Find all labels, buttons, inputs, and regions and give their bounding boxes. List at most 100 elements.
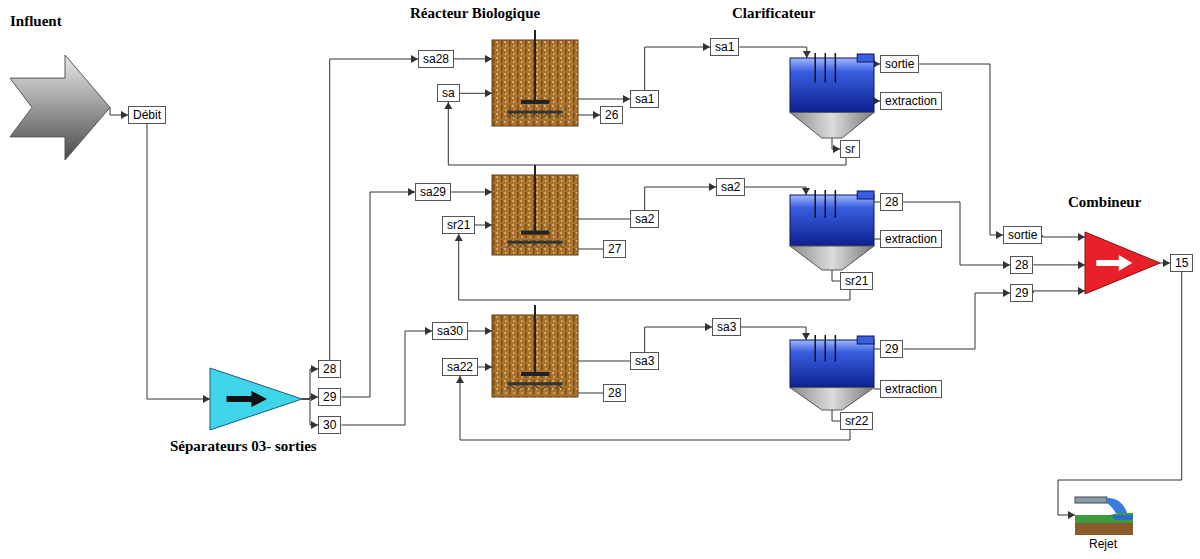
stream-tag: 26 bbox=[600, 106, 623, 124]
tag-label: sr22 bbox=[845, 414, 868, 428]
tag-label: sa1 bbox=[715, 40, 734, 54]
sep-icon bbox=[210, 368, 302, 430]
clar-unit: Clarificateur bbox=[790, 58, 874, 138]
stream-tag: 15 bbox=[1170, 254, 1193, 272]
unit-heading: Influent bbox=[10, 13, 62, 30]
tag-label: extraction bbox=[885, 382, 937, 396]
flow-line bbox=[341, 192, 415, 397]
tag-label: sr bbox=[845, 142, 855, 156]
reactor-icon bbox=[492, 165, 578, 255]
flow-line bbox=[903, 293, 1010, 349]
stream-tag: sa3 bbox=[630, 352, 659, 370]
unit-heading: Rejet bbox=[1089, 537, 1117, 551]
stream-tag: 28 bbox=[1010, 256, 1033, 274]
tag-label: 27 bbox=[608, 242, 621, 256]
stream-tag: 30 bbox=[318, 416, 341, 434]
reactor-icon bbox=[492, 305, 578, 397]
flow-line bbox=[460, 93, 492, 94]
tag-label: sa2 bbox=[635, 212, 654, 226]
stream-tag: sr21 bbox=[442, 216, 475, 234]
tag-label: sa2 bbox=[721, 180, 740, 194]
stream-tag: Débit bbox=[128, 106, 166, 124]
rejet-unit: Rejet bbox=[1075, 495, 1133, 535]
flow-line bbox=[448, 102, 846, 165]
stream-tag: sa22 bbox=[442, 358, 478, 376]
influent-unit: Influent bbox=[10, 55, 110, 160]
clarifier-icon bbox=[790, 190, 874, 270]
flow-line bbox=[919, 64, 1003, 235]
flow-line bbox=[739, 47, 806, 58]
stream-tag: 28 bbox=[318, 360, 341, 378]
reactor-icon bbox=[492, 40, 578, 126]
influent-icon bbox=[10, 55, 110, 160]
flow-line bbox=[1058, 272, 1182, 515]
flow-line bbox=[1160, 263, 1170, 264]
flow-line bbox=[341, 331, 432, 425]
tag-label: 26 bbox=[605, 108, 618, 122]
tag-label: Débit bbox=[133, 108, 161, 122]
tag-label: sortie bbox=[1008, 228, 1037, 242]
tag-label: sa3 bbox=[717, 320, 736, 334]
flow-line bbox=[1033, 291, 1085, 293]
reactor-unit: Réacteur Biologique bbox=[492, 40, 578, 126]
flow-line bbox=[460, 376, 850, 440]
tag-label: sr21 bbox=[447, 218, 470, 232]
comb-unit: Combineur bbox=[1085, 232, 1160, 294]
stream-tag: sortie bbox=[1003, 226, 1042, 244]
unit-heading: Clarificateur bbox=[732, 5, 815, 22]
sep-unit: Séparateurs 03- sorties bbox=[210, 368, 302, 430]
stream-tag: sa bbox=[437, 84, 460, 102]
tag-label: 28 bbox=[323, 362, 336, 376]
unit-heading: Séparateurs 03- sorties bbox=[170, 438, 317, 455]
tag-label: sortie bbox=[885, 57, 914, 71]
stream-tag: sa28 bbox=[418, 50, 454, 68]
stream-tag: sr22 bbox=[840, 412, 873, 430]
comb-icon bbox=[1085, 232, 1160, 294]
stream-tag: sr21 bbox=[840, 272, 873, 290]
tag-label: sa bbox=[442, 86, 455, 100]
flow-line bbox=[302, 399, 318, 425]
stream-tag: 29 bbox=[880, 340, 903, 358]
stream-tag: sa29 bbox=[415, 183, 451, 201]
tag-label: 30 bbox=[323, 418, 336, 432]
tag-label: extraction bbox=[885, 232, 937, 246]
tag-label: sa29 bbox=[420, 185, 446, 199]
stream-tag: 29 bbox=[318, 388, 341, 406]
stream-tag: sa2 bbox=[716, 178, 745, 196]
stream-tag: extraction bbox=[880, 92, 942, 110]
tag-label: sa28 bbox=[423, 52, 449, 66]
stream-tag: extraction bbox=[880, 380, 942, 398]
tag-label: sa1 bbox=[635, 92, 654, 106]
stream-tag: sa3 bbox=[712, 318, 741, 336]
tag-label: 29 bbox=[323, 390, 336, 404]
flow-line bbox=[147, 124, 210, 399]
tag-label: sa30 bbox=[437, 324, 463, 338]
clar-icon bbox=[790, 58, 874, 138]
unit-heading: Combineur bbox=[1068, 194, 1141, 211]
stream-tag: sa1 bbox=[630, 90, 659, 108]
stream-tag: sr bbox=[840, 140, 860, 158]
tag-label: 29 bbox=[885, 342, 898, 356]
flow-line bbox=[1033, 264, 1085, 265]
tag-label: 29 bbox=[1015, 286, 1028, 300]
flow-line bbox=[578, 99, 630, 100]
flow-line bbox=[302, 369, 318, 399]
stream-tag: 27 bbox=[603, 240, 626, 258]
tag-label: 28 bbox=[885, 195, 898, 209]
stream-tag: sa2 bbox=[630, 210, 659, 228]
stream-tag: sortie bbox=[880, 55, 919, 73]
flow-line bbox=[454, 58, 492, 59]
clarifier-icon bbox=[790, 335, 874, 410]
flow-line bbox=[832, 138, 840, 149]
stream-tag: 28 bbox=[603, 384, 626, 402]
stream-tag: sa1 bbox=[710, 38, 739, 56]
flow-line bbox=[578, 115, 600, 116]
flow-line bbox=[330, 59, 418, 360]
flow-line bbox=[645, 187, 716, 210]
tag-label: 28 bbox=[1015, 258, 1028, 272]
stream-tag: sa30 bbox=[432, 322, 468, 340]
tag-label: extraction bbox=[885, 94, 937, 108]
flow-line bbox=[645, 327, 712, 352]
